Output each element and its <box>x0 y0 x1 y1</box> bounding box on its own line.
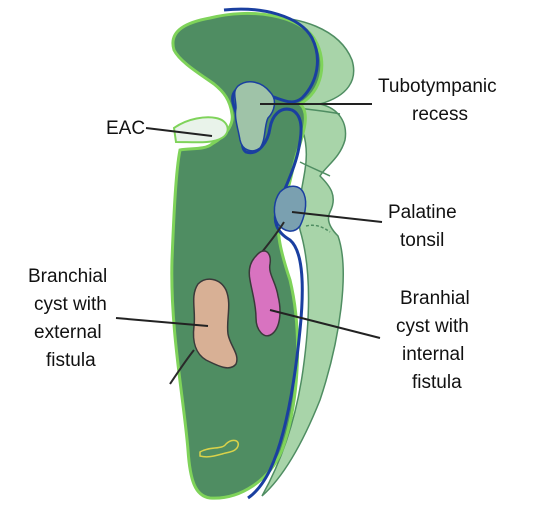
label-external-cyst-line3: external <box>34 322 102 343</box>
label-internal-cyst-line3: internal <box>402 344 464 365</box>
label-internal-cyst-line1: Branhial <box>400 288 470 309</box>
label-tubotympanic-line1: Tubotympanic <box>378 76 497 97</box>
label-palatine-line2: tonsil <box>400 230 444 251</box>
label-external-cyst-line2: cyst with <box>34 294 107 315</box>
label-internal-cyst-line2: cyst with <box>396 316 469 337</box>
label-tubotympanic-line2: recess <box>412 104 468 125</box>
label-palatine-line1: Palatine <box>388 202 457 223</box>
label-internal-cyst-line4: fistula <box>412 372 462 393</box>
label-external-cyst-line4: fistula <box>46 350 96 371</box>
palatine-tonsil <box>274 186 305 231</box>
label-external-cyst-line1: Branchial <box>28 266 107 287</box>
eac-canal <box>174 117 228 142</box>
label-eac: EAC <box>106 118 145 139</box>
